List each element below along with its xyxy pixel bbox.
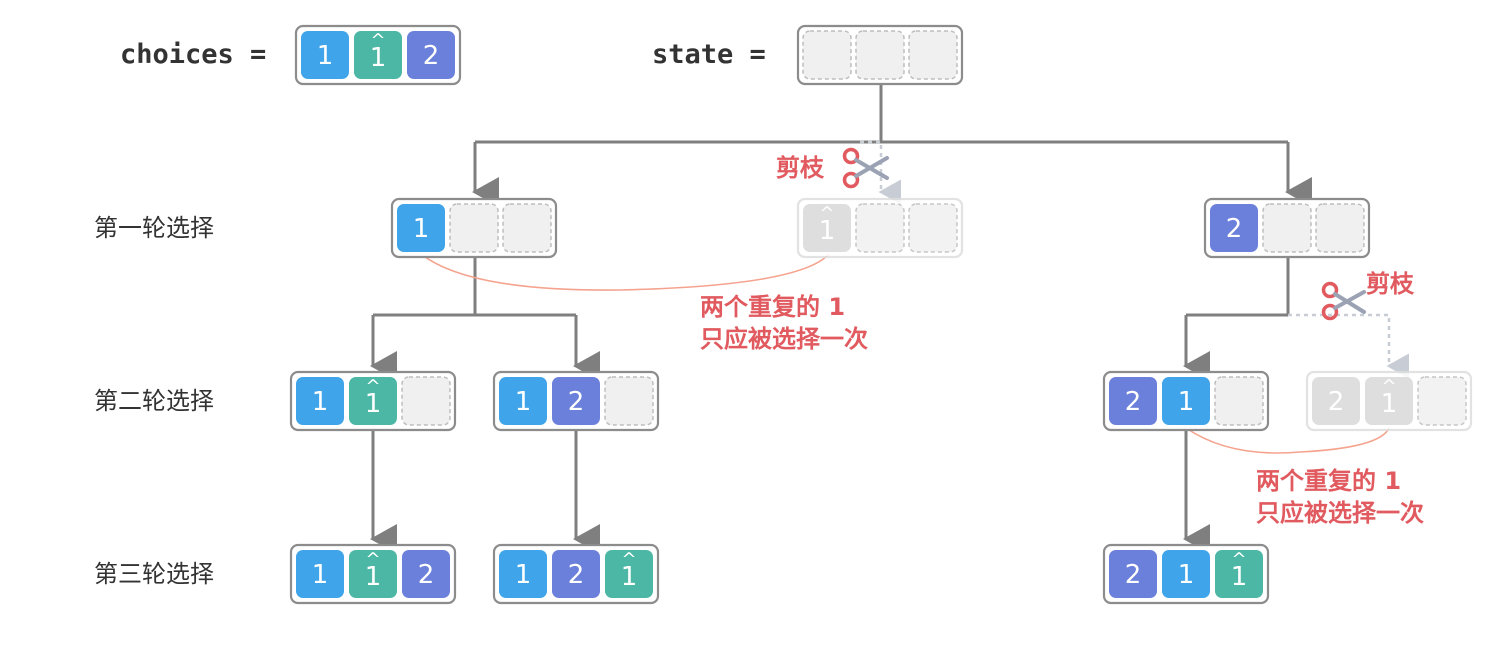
duplicate-note-line2: 只应被选择一次 (700, 325, 868, 353)
array-node-r1-a: 1 (390, 197, 558, 259)
empty-cell (908, 203, 958, 253)
empty-cell (855, 30, 905, 80)
prune-label-round2: 剪枝 (1366, 270, 1415, 298)
array-node-r2-pruned: 2 1^ (1305, 370, 1473, 432)
empty-cell (1417, 376, 1467, 426)
cell-value: 1 (819, 216, 836, 246)
value-cell (402, 550, 450, 598)
duplicate-curves (420, 253, 1390, 454)
cell-value: 2 (1125, 560, 1142, 590)
cell-value: 1 (413, 214, 430, 244)
cell-value: 1 (365, 389, 382, 419)
cell-value: 2 (568, 560, 585, 590)
cell-value: 2 (1125, 387, 1142, 417)
value-cell (1215, 550, 1263, 598)
cell-value: 2 (1328, 387, 1345, 417)
duplicate-note-line1: 两个重复的 1 (1256, 467, 1401, 495)
hat-mark: ^ (621, 549, 636, 570)
cell-value: 1 (515, 387, 532, 417)
empty-cell (401, 376, 451, 426)
round1-label: 第一轮选择 (94, 214, 214, 242)
value-cell (605, 550, 653, 598)
choices-label: choices = (120, 39, 266, 70)
round2-label: 第二轮选择 (94, 387, 214, 415)
hat-mark: ^ (1231, 549, 1246, 570)
value-cell (1109, 550, 1157, 598)
value-cell (552, 377, 600, 425)
duplicate-note-line2: 只应被选择一次 (1256, 499, 1424, 527)
cell-value: 2 (1226, 214, 1243, 244)
value-cell (1162, 377, 1210, 425)
array-node-root (796, 24, 964, 86)
value-cell (1365, 377, 1413, 425)
value-cell (499, 550, 547, 598)
value-cell (349, 377, 397, 425)
cell-value: 1 (317, 41, 334, 71)
cell-value: 1 (1178, 387, 1195, 417)
array-node-r1-pruned: 1^ (796, 197, 964, 259)
value-cell (499, 377, 547, 425)
cell-value: 2 (423, 41, 440, 71)
empty-cell (802, 30, 852, 80)
value-cell (1109, 377, 1157, 425)
hat-mark: ^ (365, 376, 380, 397)
value-cell (296, 550, 344, 598)
scissors-icon (842, 147, 889, 189)
hat-mark: ^ (365, 549, 380, 570)
scissors-icon (1321, 281, 1366, 321)
empty-cell (908, 30, 958, 80)
tree-edges (370, 84, 1312, 554)
cell-value: 1 (370, 43, 387, 73)
cell-value: 1 (1231, 562, 1248, 592)
value-cell (354, 31, 402, 79)
cell-value: 1 (621, 562, 638, 592)
value-cell (407, 31, 455, 79)
prune-label-round1: 剪枝 (776, 154, 825, 182)
value-cell (803, 204, 851, 252)
value-cell (397, 204, 445, 252)
cell-value: 1 (1381, 389, 1398, 419)
array-node-r1-b: 2 (1203, 197, 1371, 259)
value-cell (1162, 550, 1210, 598)
value-cell (349, 550, 397, 598)
empty-cell (855, 203, 905, 253)
cell-value: 2 (418, 560, 435, 590)
hat-mark: ^ (1381, 376, 1396, 397)
cell-value: 1 (1178, 560, 1195, 590)
value-cell (552, 550, 600, 598)
state-label: state = (652, 39, 766, 70)
value-cell (1210, 204, 1258, 252)
empty-cell (1262, 203, 1312, 253)
value-cell (301, 31, 349, 79)
cell-value: 1 (312, 560, 329, 590)
cell-value: 1 (312, 387, 329, 417)
pruned-edge-r2 (1288, 313, 1409, 379)
empty-cell (502, 203, 552, 253)
duplicate-curve-round2 (1185, 427, 1390, 454)
duplicate-curve-round1 (420, 253, 830, 291)
round3-label: 第三轮选择 (94, 560, 214, 588)
empty-cell (604, 376, 654, 426)
duplicate-note-line1: 两个重复的 1 (700, 293, 845, 321)
hat-mark: ^ (819, 203, 834, 224)
empty-cell (449, 203, 499, 253)
cell-value: 1 (365, 562, 382, 592)
value-cell (1312, 377, 1360, 425)
empty-cell (1214, 376, 1264, 426)
pruned-edges (860, 140, 1409, 379)
cell-value: 2 (568, 387, 585, 417)
empty-cell (1315, 203, 1365, 253)
hat-mark: ^ (370, 30, 385, 51)
cell-value: 1 (515, 560, 532, 590)
value-cell (296, 377, 344, 425)
